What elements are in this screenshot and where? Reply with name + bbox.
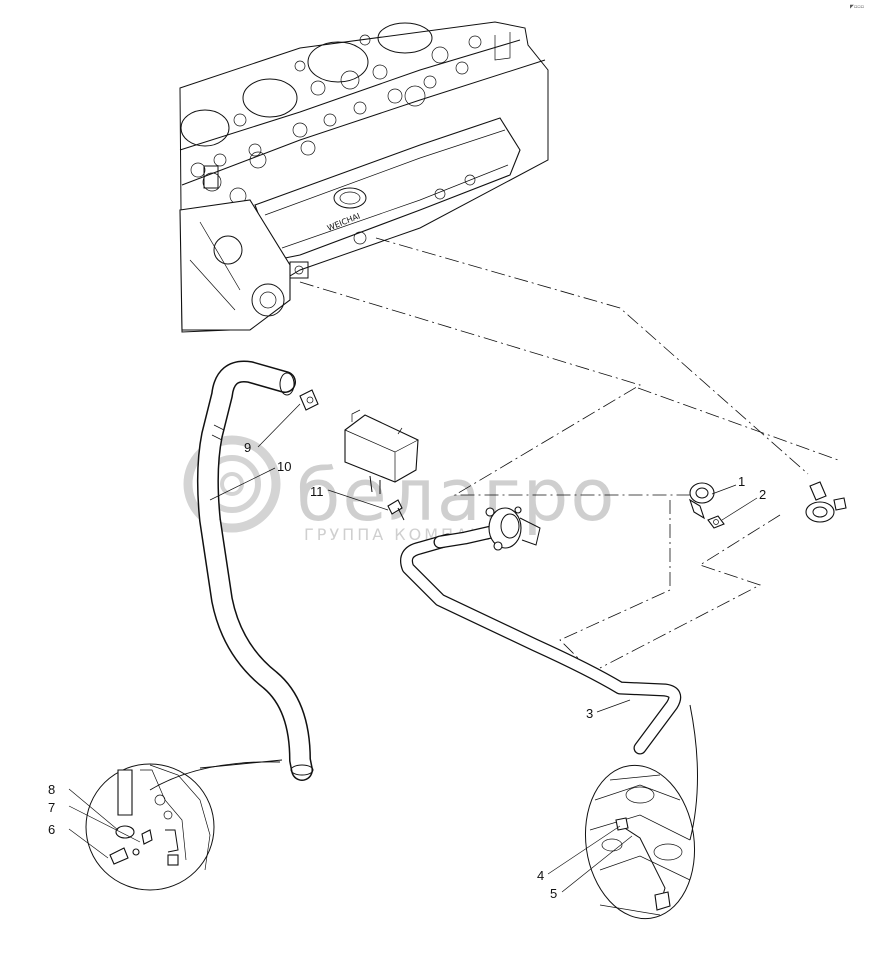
leader-lines bbox=[68, 403, 758, 893]
bolt-part-2 bbox=[707, 515, 725, 529]
callout-4: 4 bbox=[537, 868, 544, 883]
callout-1: 1 bbox=[738, 474, 745, 489]
pipe-flange bbox=[485, 506, 541, 551]
callout-7: 7 bbox=[48, 800, 55, 815]
sensor-module bbox=[344, 409, 419, 494]
callout-5: 5 bbox=[550, 886, 557, 901]
callout-6: 6 bbox=[48, 822, 55, 837]
engine-block: WEICHAI bbox=[179, 21, 549, 333]
assembly-lines bbox=[299, 237, 839, 681]
pipe-clamp-part-1 bbox=[689, 482, 715, 520]
breather-hose bbox=[196, 360, 314, 781]
callout-labels: 1 2 3 4 5 6 7 8 9 10 11 bbox=[48, 440, 766, 901]
callout-3: 3 bbox=[586, 706, 593, 721]
oil-pipe-part-3 bbox=[400, 506, 682, 755]
callout-2: 2 bbox=[759, 487, 766, 502]
detail-view-left bbox=[85, 759, 283, 891]
corner-mark: ◤▫▫▫ bbox=[850, 4, 864, 10]
callout-8: 8 bbox=[48, 782, 55, 797]
pipe-clamp-right bbox=[805, 481, 847, 523]
detail-view-right bbox=[584, 704, 698, 920]
head-bolt-holes bbox=[190, 34, 482, 205]
callout-9: 9 bbox=[244, 440, 251, 455]
clamp-part-9 bbox=[299, 389, 319, 411]
callout-10: 10 bbox=[277, 459, 291, 474]
callout-11: 11 bbox=[310, 484, 324, 499]
bolt-part-11 bbox=[387, 499, 405, 521]
